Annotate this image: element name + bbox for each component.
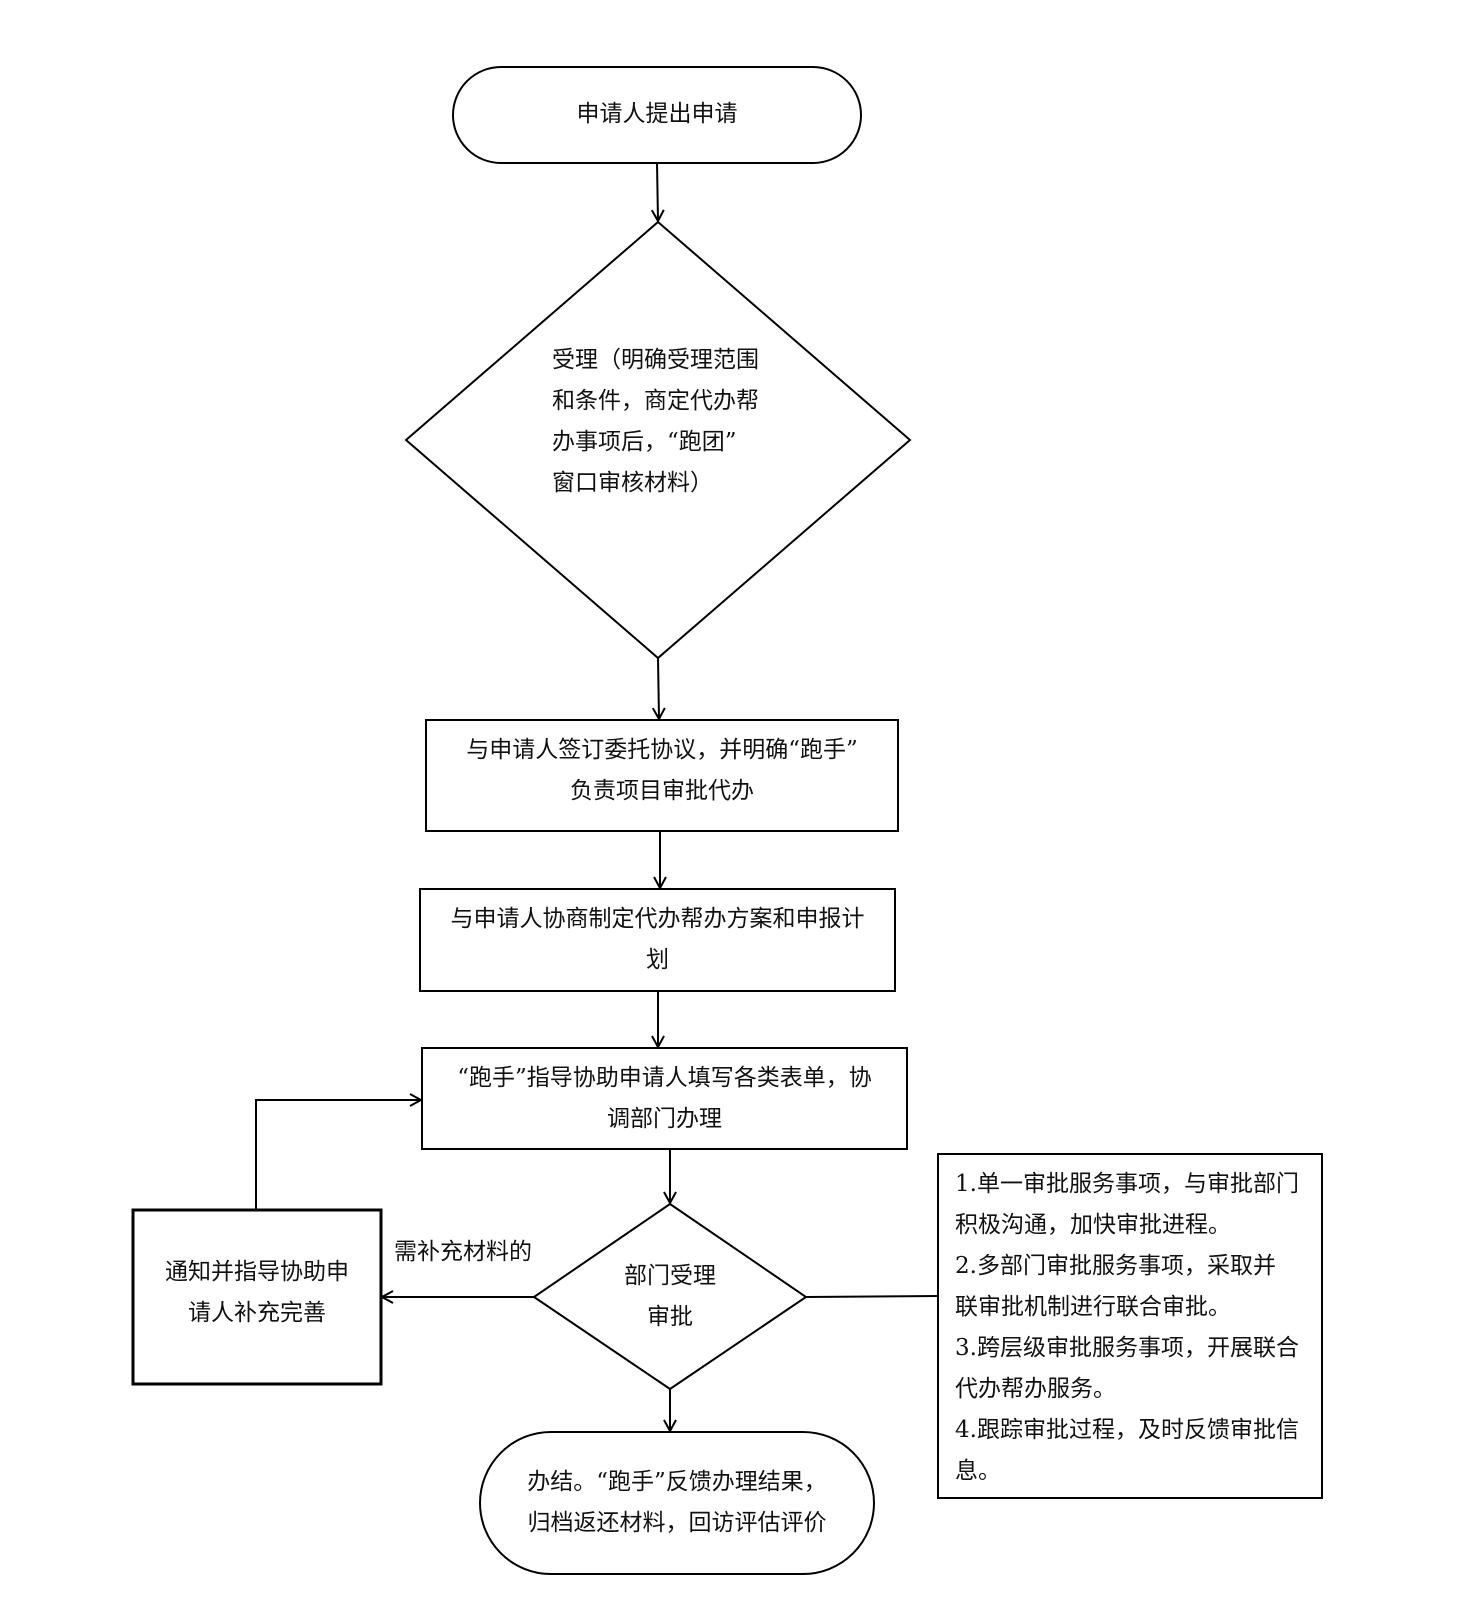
notes-line-3: 2.多部门审批服务事项，采取并 [955, 1253, 1276, 1279]
notes-box [937, 1153, 1323, 1499]
plan-line-2: 划 [646, 947, 669, 973]
notes-text: 1.单一审批服务事项，与审批部门 积极沟通，加快审批进程。 2.多部门审批服务事… [955, 1164, 1299, 1492]
arrow-accept-to-sign [658, 657, 659, 719]
arrow-start-to-accept [657, 162, 658, 221]
guide-line-2: 调部门办理 [607, 1106, 722, 1132]
accept-line-3: 办事项后，“跑团” [552, 429, 737, 455]
notes-line-4: 联审批机制进行联合审批。 [955, 1294, 1231, 1320]
arrow-supplement-to-guide [255, 1100, 421, 1210]
notes-line-5: 3.跨层级审批服务事项，开展联合 [955, 1335, 1299, 1361]
notes-line-7: 4.跟踪审批过程，及时反馈审批信 [955, 1417, 1299, 1443]
dept-line-1: 部门受理 [624, 1263, 716, 1289]
sign-line-1: 与申请人签订委托协议，并明确“跑手” [466, 737, 858, 763]
notes-line-2: 积极沟通，加快审批进程。 [955, 1212, 1231, 1238]
end-line-2: 归档返还材料，回访评估评价 [527, 1510, 827, 1536]
accept-line-1: 受理（明确受理范围 [552, 347, 759, 373]
notes-line-1: 1.单一审批服务事项，与审批部门 [955, 1171, 1299, 1197]
supplement-condition-label: 需补充材料的 [394, 1239, 532, 1265]
accept-text: 受理（明确受理范围 和条件，商定代办帮 办事项后，“跑团” 窗口审核材料） [552, 340, 759, 504]
guide-line-1: “跑手”指导协助申请人填写各类表单，协 [457, 1065, 872, 1091]
dept-line-2: 审批 [647, 1304, 693, 1330]
sign-line-2: 负责项目审批代办 [570, 778, 754, 804]
notes-line-8: 息。 [955, 1458, 1001, 1484]
notes-line-6: 代办帮办服务。 [955, 1376, 1116, 1402]
supplement-line-2: 请人补充完善 [188, 1300, 326, 1326]
line-dept-to-notes [805, 1295, 939, 1298]
accept-line-4: 窗口审核材料） [552, 470, 713, 496]
end-line-1: 办结。“跑手”反馈办理结果， [527, 1469, 827, 1495]
plan-line-1: 与申请人协商制定代办帮办方案和申报计 [450, 906, 865, 932]
supplement-line-1: 通知并指导协助申 [165, 1259, 349, 1285]
accept-line-2: 和条件，商定代办帮 [552, 388, 759, 414]
start-label: 申请人提出申请 [576, 101, 738, 127]
end-terminal [479, 1431, 875, 1575]
